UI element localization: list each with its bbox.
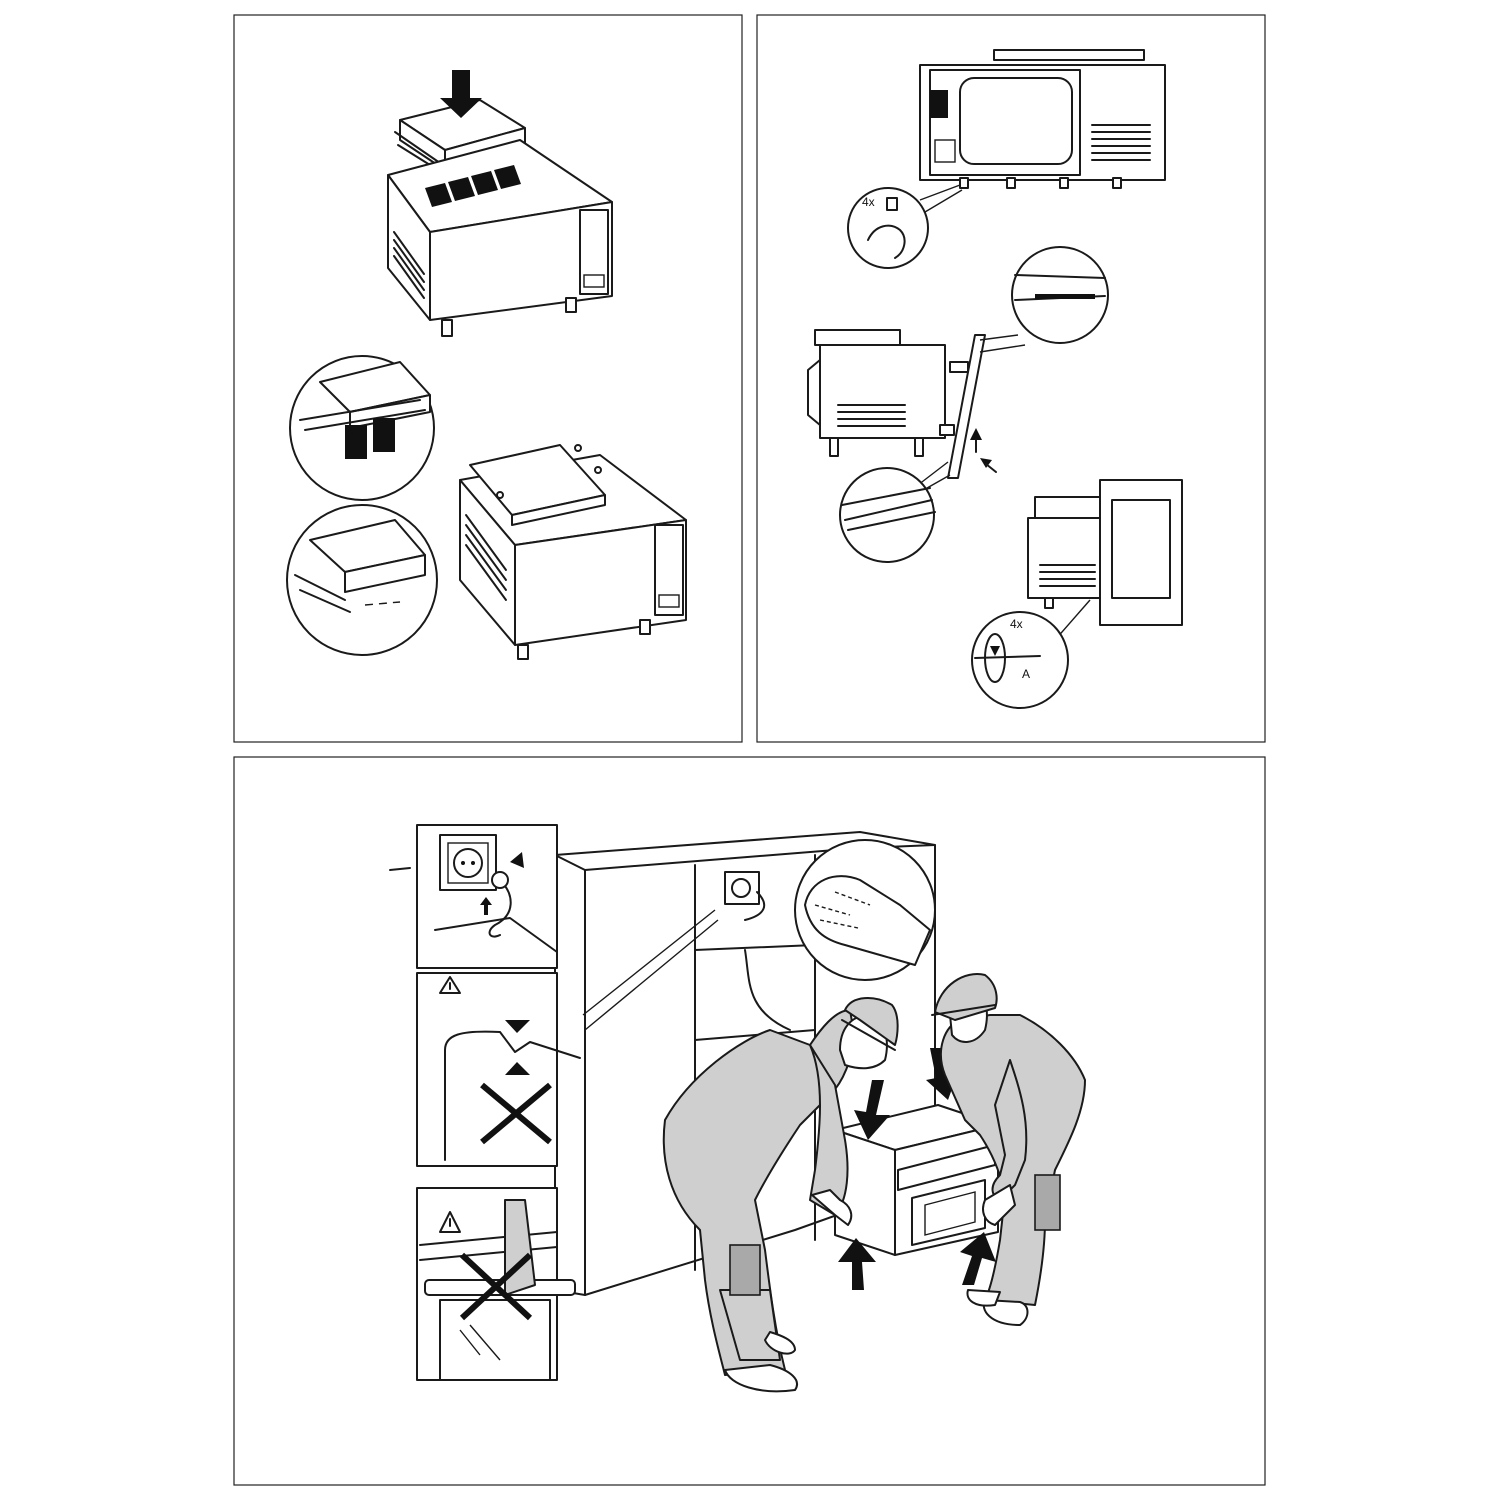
top-plate-screwed-step <box>459 444 687 660</box>
detail-circle-seated <box>286 504 438 656</box>
inset-no-handle-lift <box>416 1187 576 1381</box>
screw-count-label: 4x <box>1010 617 1023 631</box>
appliance-with-frame <box>1027 479 1183 626</box>
worker-left <box>662 997 899 1393</box>
top-plate-drop-step <box>387 70 613 337</box>
inset-socket <box>416 824 558 969</box>
screw-arrow-icon <box>990 646 1000 656</box>
up-triangle-icon <box>505 1062 530 1075</box>
detail-circle-frame-edge <box>1011 246 1109 344</box>
up-arrow-icon <box>970 428 982 440</box>
up-arrow-icon <box>480 897 492 905</box>
up-arrow-icon <box>838 1238 876 1290</box>
down-arrow-icon <box>854 1080 890 1140</box>
curved-arrow-icon <box>510 852 524 868</box>
panel-top-right <box>756 14 1266 743</box>
down-arrow-icon <box>440 70 482 118</box>
panel-bottom <box>233 756 1266 1486</box>
inset-no-kink <box>416 972 581 1167</box>
appliance-back-view <box>919 49 1166 189</box>
detail-circle-frame-bottom <box>839 467 936 563</box>
detail-circle-screw: 4x A <box>971 599 1091 709</box>
up-arrow-icon <box>960 1232 996 1285</box>
glove-icon <box>804 875 931 966</box>
cross-icon <box>480 1082 552 1145</box>
detail-circle-feet-removal: 4x <box>847 184 963 269</box>
worker-right <box>931 973 1086 1326</box>
side-view-frame-fitting <box>807 329 1026 493</box>
detail-circle-slide <box>289 355 435 501</box>
cross-icon <box>459 1252 533 1321</box>
screw-letter-label: A <box>1022 667 1030 681</box>
panel-top-left <box>233 14 743 743</box>
socket-icon <box>453 848 483 878</box>
up-arrow-icon <box>348 432 356 440</box>
glove-detail <box>794 839 936 981</box>
top-vents <box>425 165 521 207</box>
down-triangle-icon <box>505 1020 530 1033</box>
oven-being-lifted <box>834 1104 999 1256</box>
feet-count-label: 4x <box>862 195 875 209</box>
